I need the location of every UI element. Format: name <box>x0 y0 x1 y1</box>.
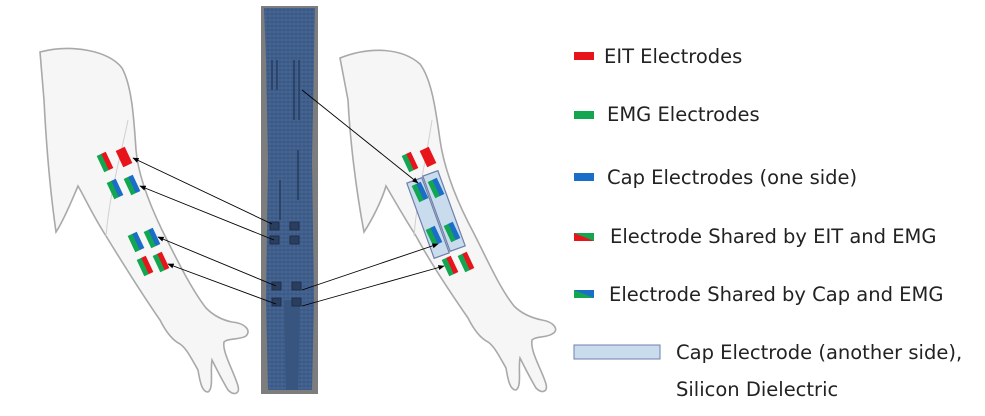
legend-label-eit: EIT Electrodes <box>604 45 743 68</box>
legend-swatch-eit-emg <box>574 233 594 241</box>
electrode-cap-emg <box>143 227 161 249</box>
legend-label-emg: EMG Electrodes <box>607 103 760 126</box>
electrode-cap-emg <box>425 225 443 247</box>
electrode-eit-emg <box>441 255 459 277</box>
electrode-eit-emg <box>457 251 475 273</box>
sleeve-band <box>264 8 315 390</box>
legend-swatch-cap <box>574 173 594 181</box>
electrode-eit <box>115 146 133 168</box>
connector-arrow <box>157 236 277 287</box>
left-arm-outline <box>39 47 249 395</box>
legend-swatch-eit <box>574 52 594 60</box>
legend-swatches <box>573 52 661 360</box>
legend-swatch-cap-plate <box>573 344 661 360</box>
electrode-cap-emg <box>443 221 461 243</box>
connector-arrow <box>167 263 277 305</box>
connector-arrows <box>132 89 445 307</box>
electrode-cap-emg <box>411 181 429 203</box>
electrode-eit-emg <box>96 151 114 173</box>
electrode-cap-emg <box>427 177 445 199</box>
electrode-cap-emg <box>106 178 124 200</box>
electrode-eit-emg <box>136 255 154 277</box>
electrode-eit-emg <box>152 251 170 273</box>
legend-label-cap: Cap Electrodes (one side) <box>607 166 858 189</box>
connector-arrow <box>301 89 419 184</box>
legend-label-eit-emg: Electrode Shared by EIT and EMG <box>610 225 937 248</box>
fabric-sleeve <box>261 6 318 394</box>
connector-arrow <box>139 185 275 241</box>
connector-arrow <box>301 265 445 307</box>
legend-label-cap-plate-line2: Silicon Dielectric <box>676 378 839 401</box>
legend-label-cap-plate: Cap Electrode (another side), <box>676 341 963 364</box>
left-arm-electrodes <box>96 146 170 277</box>
electrode-eit-emg <box>401 151 419 173</box>
sleeve-strap <box>284 300 300 390</box>
electrode-eit <box>419 146 437 168</box>
connector-arrow <box>132 157 273 225</box>
electrode-cap-emg <box>127 231 145 253</box>
legend-swatch-emg <box>574 111 594 119</box>
connector-arrow <box>301 243 439 291</box>
legend-label-cap-emg: Electrode Shared by Cap and EMG <box>609 283 944 306</box>
sleeve-electrode-pads <box>269 221 302 307</box>
left-arm-illustration <box>39 47 249 395</box>
sleeve-seams <box>271 60 300 220</box>
electrode-cap-emg <box>123 174 141 196</box>
right-arm-electrodes <box>401 146 475 277</box>
legend-swatch-cap-emg <box>574 290 594 298</box>
